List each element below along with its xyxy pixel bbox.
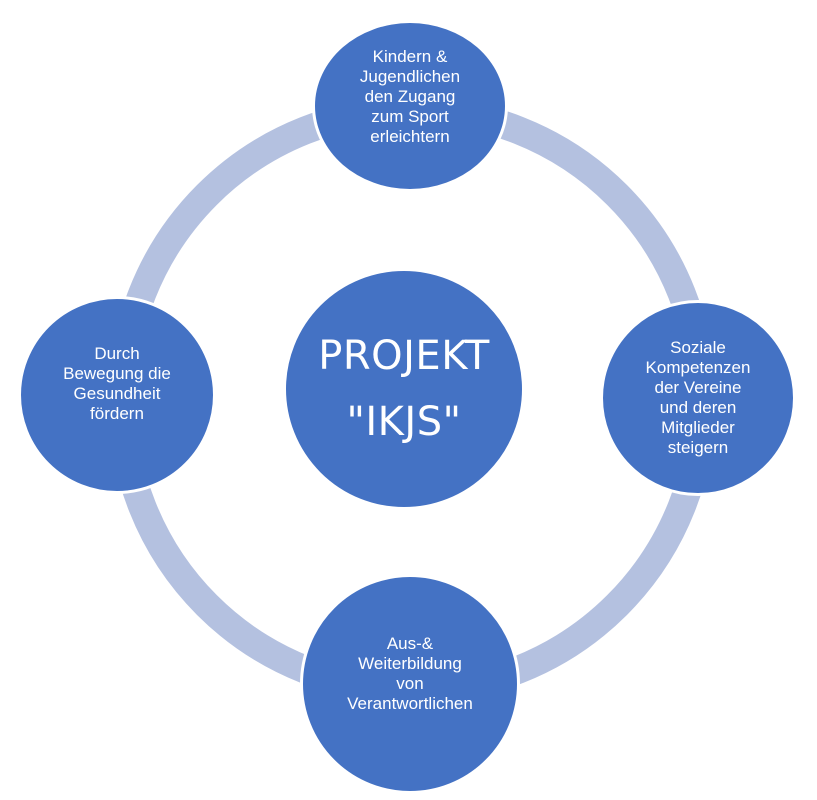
goal-node-health: Durch Bewegung die Gesundheit fördern: [18, 296, 216, 494]
goal-node-social-skills: Soziale Kompetenzen der Vereine und dere…: [600, 300, 796, 496]
center-node-project: PROJEKT "IKJS": [283, 268, 525, 510]
goal-node-label: Durch Bewegung die Gesundheit fördern: [63, 344, 171, 423]
goal-node-label: Soziale Kompetenzen der Vereine und dere…: [645, 338, 751, 457]
goal-node-label: Aus-& Weiterbildung von Verantwortlichen: [347, 634, 473, 713]
center-node-label: PROJEKT "IKJS": [318, 333, 490, 445]
goal-node-training: Aus-& Weiterbildung von Verantwortlichen: [300, 574, 520, 794]
goal-node-access-to-sport: Kindern & Jugendlichen den Zugang zum Sp…: [312, 20, 508, 192]
goal-node-label: Kindern & Jugendlichen den Zugang zum Sp…: [359, 47, 461, 146]
